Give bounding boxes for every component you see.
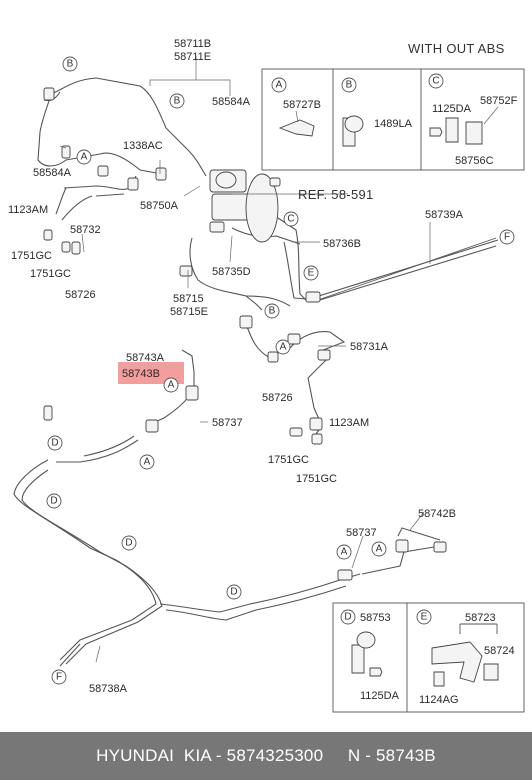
label-ref: REF. 58-591 xyxy=(298,187,374,202)
callout-b-mid: B xyxy=(174,96,181,107)
clamp-1489la-ring xyxy=(344,115,364,133)
callout-d-circle-box xyxy=(340,609,356,625)
label-58715: 58715 xyxy=(173,293,204,305)
label-58737-mid: 58737 xyxy=(212,417,243,429)
label-1751gc-c: 1751GC xyxy=(268,454,309,466)
header-note: WITH OUT ABS xyxy=(408,41,505,56)
callout-d-mid: D xyxy=(125,538,132,549)
callout-d-left2: D xyxy=(50,496,57,507)
label-58731a: 58731A xyxy=(350,341,389,353)
brake-line-diagram: WITH OUT ABS A 58727B B 1489LA C 1125DA … xyxy=(8,38,525,713)
clamp-58753-shape xyxy=(351,644,365,674)
callout-e-main: E xyxy=(308,268,315,279)
label-58743a: 58743A xyxy=(126,352,165,364)
callout-b-letter: B xyxy=(346,80,353,91)
bracket-58723-shape xyxy=(431,641,483,683)
label-1751gc-a: 1751GC xyxy=(11,250,52,262)
callout-a-hose: A xyxy=(168,380,175,391)
part-58756c-label: 58756C xyxy=(455,155,494,167)
part-58753-label: 58753 xyxy=(360,612,391,624)
detail-box-de: D 58753 1125DA E 58723 58724 1124AG xyxy=(332,602,525,713)
detail-box-abc: A 58727B B 1489LA C 1125DA 58752F 58756C xyxy=(261,68,525,171)
bolt-1125da-d-shape xyxy=(369,667,383,677)
part-1489la-label: 1489LA xyxy=(374,118,413,130)
label-58732: 58732 xyxy=(70,224,101,236)
nut-1124ag-shape xyxy=(433,671,445,687)
label-1123am-right: 1123AM xyxy=(329,417,369,429)
callout-a-left: A xyxy=(81,152,88,163)
label-1338ac: 1338AC xyxy=(123,140,163,152)
callout-c-main: C xyxy=(287,214,294,225)
clip-58727b-shape xyxy=(278,119,315,137)
bolt-1125da-shape xyxy=(429,127,443,137)
callout-d-left: D xyxy=(51,438,58,449)
label-58711b: 58711B xyxy=(174,38,211,50)
part-58724-label: 58724 xyxy=(484,645,515,657)
label-58739a: 58739A xyxy=(425,209,464,221)
bracket-58752f-shape xyxy=(445,117,459,143)
label-1751gc-b: 1751GC xyxy=(30,268,71,280)
callout-a-letter: A xyxy=(276,80,283,91)
callout-a-circle xyxy=(271,77,287,93)
callout-f-right: F xyxy=(504,232,510,243)
callout-d-letter-box: D xyxy=(344,612,351,623)
callout-a-low: A xyxy=(144,457,151,468)
label-58726-right: 58726 xyxy=(262,392,293,404)
clip-58724-shape xyxy=(483,663,499,681)
label-1123am-left: 1123AM xyxy=(8,204,48,216)
part-1125da-d-label: 1125DA xyxy=(360,690,400,702)
label-58736b: 58736B xyxy=(323,238,361,250)
brake-pipes xyxy=(13,77,499,667)
label-58584a-left: 58584A xyxy=(33,167,72,179)
callout-b-top: B xyxy=(67,59,74,70)
booster-shape xyxy=(245,173,279,243)
label-58711e: 58711E xyxy=(174,51,211,63)
callout-b-low: B xyxy=(269,306,276,317)
label-1751gc-d: 1751GC xyxy=(296,473,337,485)
part-58727b-label: 58727B xyxy=(283,99,321,111)
label-58735d: 58735D xyxy=(212,266,251,278)
label-58584a-top: 58584A xyxy=(212,96,251,108)
callout-d-low: D xyxy=(230,587,237,598)
leader-lines xyxy=(59,56,431,663)
callout-c-circle xyxy=(428,73,444,89)
label-58737-low: 58737 xyxy=(346,527,377,539)
label-58715e: 58715E xyxy=(170,306,208,318)
label-58742b: 58742B xyxy=(418,508,456,520)
label-58726-left: 58726 xyxy=(65,289,96,301)
callout-b-circle xyxy=(341,77,357,93)
part-58752f-label: 58752F xyxy=(480,95,518,107)
label-58738a: 58738A xyxy=(89,683,128,695)
callout-a-right: A xyxy=(341,547,348,558)
callout-a-right2: A xyxy=(376,544,383,555)
clamp-58753-ring xyxy=(356,631,376,649)
clamp-58756c-shape xyxy=(465,121,483,145)
part-1124ag-label: 1124AG xyxy=(419,694,459,706)
callout-e-circle-box xyxy=(416,609,432,625)
part-number-footer: HYUNDAI KIA - 5874325300 N - 58743B xyxy=(0,732,532,780)
part-58723-label: 58723 xyxy=(465,612,496,624)
components xyxy=(43,87,447,581)
part-1125da-label-a: 1125DA xyxy=(432,103,472,115)
callout-a-mid: A xyxy=(280,342,287,353)
label-58743b: 58743B xyxy=(122,368,160,380)
callout-f-left: F xyxy=(56,672,62,683)
part-labels: 58711B 58711E 58584A 58584A 1338AC 58750… xyxy=(8,38,464,695)
callout-e-letter-box: E xyxy=(421,612,428,623)
callout-c-letter: C xyxy=(432,76,439,87)
label-58750a: 58750A xyxy=(140,200,179,212)
callout-circles: B B A C F E B A A D A D D A A D F xyxy=(46,56,515,685)
